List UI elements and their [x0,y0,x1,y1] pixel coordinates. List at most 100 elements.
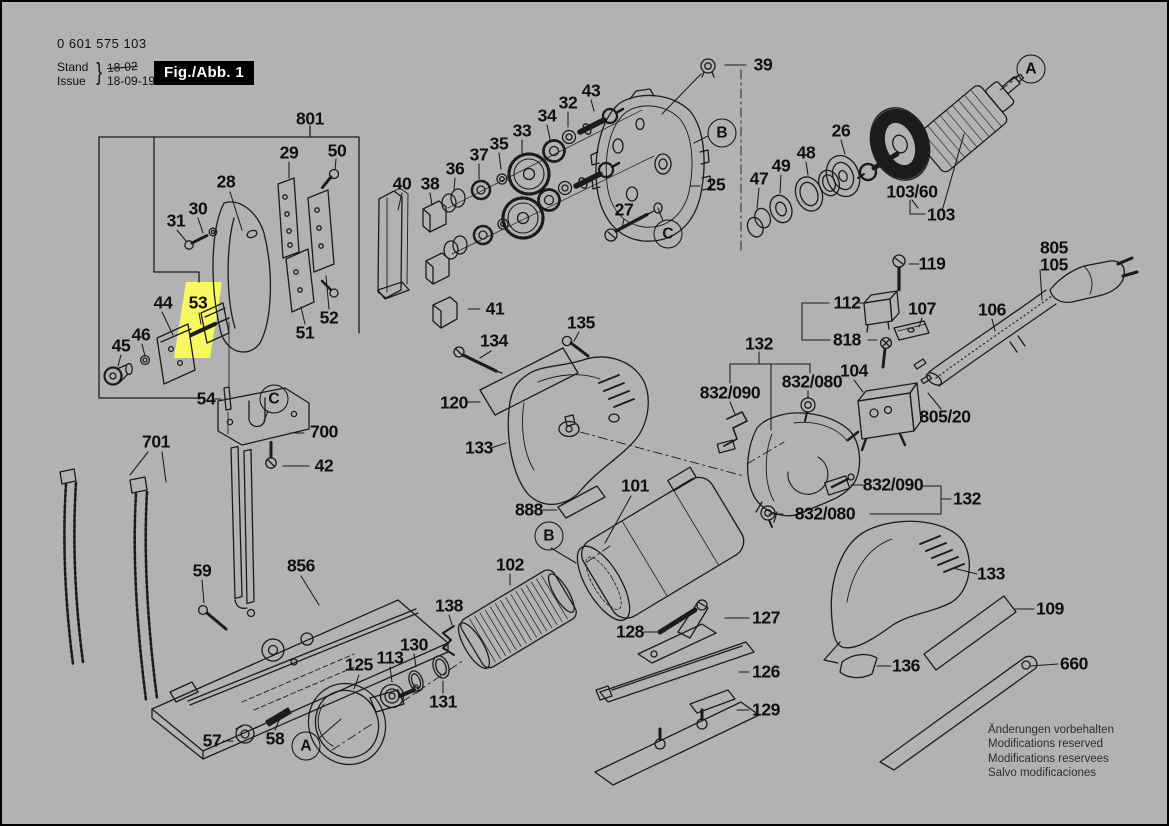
plate-44-sketch [156,323,196,385]
clip-138-sketch [442,625,455,656]
part-label-856: 856 [287,555,315,576]
screw-134-sketch [453,346,503,374]
screw-59-sketch [197,604,228,631]
bearing-113-sketch [379,683,405,709]
motor-housing-101-sketch [576,466,745,622]
channel-38-sketch [422,200,450,285]
part-label-135: 135 [567,312,595,333]
part-label-103-60: 103/60 [886,181,938,202]
issue-date: 18-09-19 [107,74,156,88]
modification-note: Salvo modificaciones [988,767,1097,780]
brush-832-090-right-sketch [824,473,855,496]
part-label-48: 48 [796,142,816,163]
part-label-119: 119 [918,253,946,274]
part-label-805: 805 [1040,237,1068,258]
nut-39-sketch [700,58,716,78]
bracket-103 [911,199,919,209]
washer-46-sketch [139,354,151,366]
part-label-47: 47 [749,168,769,189]
part-label-33: 33 [512,120,532,141]
pin-54-sketch [223,386,232,411]
part-label-112: 112 [833,292,861,313]
part-label-57: 57 [202,730,222,751]
assembly-box-801 [98,125,360,399]
part-label-58: 58 [265,728,285,749]
part-label-101: 101 [621,475,649,496]
part-label-128: 128 [616,621,644,642]
grommet-832-080-top-sketch [800,397,816,422]
section-marker-B: B [707,118,737,148]
cover-28-hole [246,229,258,239]
part-label-801: 801 [296,108,324,129]
part-label-832-090: 832/090 [699,382,761,403]
part-label-41: 41 [485,298,505,319]
sticker-888-sketch [557,485,606,519]
plate-107-sketch [893,320,930,341]
pin-58-sketch [265,707,292,727]
part-label-28: 28 [216,171,236,192]
part-label-26: 26 [831,120,851,141]
part-label-29: 29 [279,142,299,163]
wedge-136-sketch [839,653,878,679]
washer-30-sketch [208,227,218,237]
part-label-54: 54 [196,388,216,409]
part-label-38: 38 [420,173,440,194]
part-label-105: 105 [1040,254,1068,275]
part-label-53: 53 [188,292,208,313]
document-header: 0 601 575 103 Stand Issue } 18-02 18-09-… [57,36,155,88]
part-label-120: 120 [440,392,468,413]
gear-cover-boss [558,413,620,438]
cover-28-sketch [212,201,272,353]
bracket-700-sketch [217,387,310,446]
part-label-30: 30 [188,198,208,219]
part-53-highlight [174,282,222,358]
part-label-136: 136 [892,655,920,676]
part-label-49: 49 [771,155,791,176]
part-label-32: 32 [558,92,578,113]
chain-hooks [59,468,148,494]
gear-train-lower [443,161,621,260]
spring-screw-53-sketch [189,317,230,337]
screw-51-sketch [320,279,339,298]
part-label-43: 43 [581,80,601,101]
part-label-131: 131 [429,691,457,712]
screw-119-sketch [892,254,906,293]
part-label-25: 25 [706,174,726,195]
part-label-125: 125 [345,654,373,675]
part-label-132: 132 [953,488,981,509]
screw-135-sketch [561,335,590,358]
brush-832-090-left-sketch [716,411,748,454]
part-label-832-080: 832/080 [794,503,856,524]
part-label-138: 138 [435,595,463,616]
rear-cover-133-sketch [823,520,970,664]
part-label-134: 134 [480,330,508,351]
bearing-stack-47-48-49 [746,169,841,238]
part-label-888: 888 [515,499,543,520]
ring-131-sketch [432,655,450,679]
part-label-31: 31 [166,210,186,231]
base-insert-129-sketch [594,689,760,786]
part-label-126: 126 [752,661,780,682]
part-label-832-080: 832/080 [781,371,843,392]
part-label-133: 133 [465,437,493,458]
part-label-701: 701 [142,431,170,452]
part-label-45: 45 [111,335,131,356]
channel-41-sketch [432,296,458,329]
blade-660-sketch [879,655,1038,771]
part-label-130: 130 [400,634,428,655]
crank-housing-132-sketch [747,412,861,523]
screw-42-sketch [265,440,277,469]
sticker-120-sketch [479,347,579,416]
part-label-46: 46 [131,324,151,345]
part-label-104: 104 [840,360,868,381]
modification-note: Modifications reservees [988,752,1109,765]
order-number: 0 601 575 103 [57,36,147,51]
part-label-27: 27 [614,199,634,220]
part-label-109: 109 [1036,598,1064,619]
modification-note: Änderungen vorbehalten [988,724,1114,736]
part-label-34: 34 [537,105,557,126]
ring-130-sketch [408,670,424,692]
part-label-59: 59 [192,560,212,581]
screw-50-sketch [320,168,340,190]
